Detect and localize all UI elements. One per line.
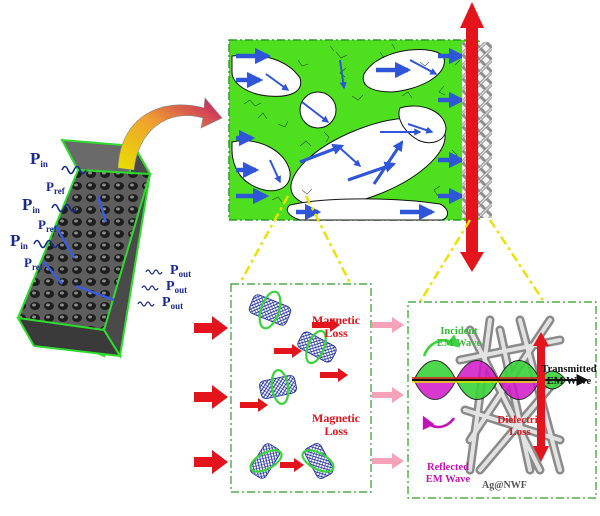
p-out-label-3: Pout: [162, 295, 184, 311]
panel-red-arrows: [240, 318, 348, 472]
magnetic-loss-label-1: Magnetic Loss: [312, 313, 360, 340]
incoming-red-arrows: [194, 316, 228, 474]
p-ref-label-2: Pref: [38, 217, 57, 234]
p-ref-label-1: Pref: [46, 179, 65, 196]
p-in-label-3: Pin: [10, 231, 28, 251]
transmitted-waves: [137, 269, 163, 307]
dielectric-loss-panel: [407, 301, 597, 499]
magnetic-loss-label-2: Magnetic Loss: [312, 411, 360, 438]
incident-waves: [33, 165, 87, 249]
magnetic-loss-panel: [230, 283, 372, 493]
p-ref-label-3: Pref: [24, 255, 43, 272]
transmitted-em-wave-label: Transmitted EM Wave: [541, 364, 597, 387]
curved-arrow-icon: [117, 97, 223, 171]
p-out-label-1: Pout: [170, 263, 192, 279]
reflected-em-wave-label: Reflected EM Wave: [425, 462, 471, 485]
vertical-red-arrow: [460, 2, 484, 272]
nanotube-icon: [248, 294, 337, 479]
dielectric-loss-label: Dielectric Loss: [497, 414, 543, 439]
pink-transfer-arrows: [372, 317, 404, 469]
p-in-label-2: Pin: [22, 195, 40, 215]
magnetic-rings: [249, 290, 335, 473]
foam-block-icon: [16, 138, 152, 359]
zoom-connectors: [238, 195, 546, 303]
ag-nwf-label: Ag@NWF: [482, 480, 527, 491]
p-in-label-1: Pin: [30, 149, 48, 169]
foam-structure-panel: [228, 2, 492, 272]
p-out-label-2: Pout: [166, 279, 188, 295]
incident-em-wave-label: Incident EM Wave: [436, 326, 482, 349]
